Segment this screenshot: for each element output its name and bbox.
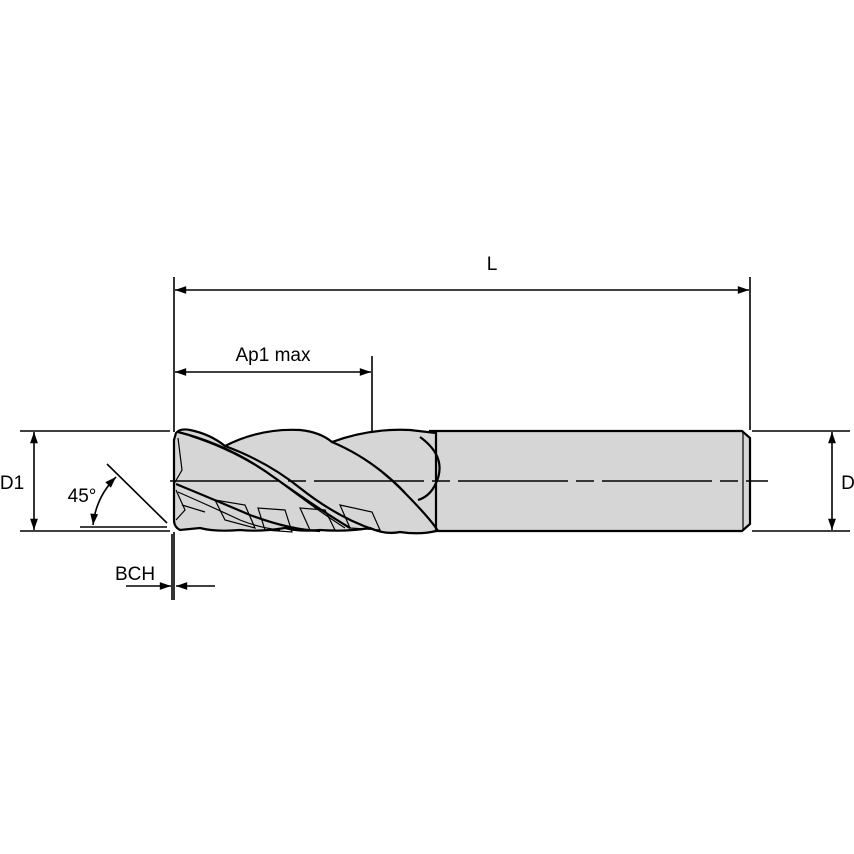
label-45-degrees: 45° [68, 486, 97, 507]
label-L: L [487, 254, 498, 275]
land-facet-2 [257, 507, 293, 533]
label-ap1-max: Ap1 max [236, 345, 311, 366]
label-BCH: BCH [115, 564, 155, 585]
dimension-ap1-max: Ap1 max [175, 345, 371, 376]
end-facet-2 [175, 489, 186, 521]
dimension-chamfer-angle: 45° [68, 463, 168, 528]
dimension-BCH: BCH [115, 534, 215, 600]
label-D: D [841, 473, 854, 494]
dimension-D: D [828, 432, 854, 530]
dimension-L: L [175, 254, 749, 294]
land-facet-4 [338, 504, 381, 531]
label-D1: D1 [0, 473, 24, 494]
helix-edge-4b [177, 491, 281, 531]
helix-edge-3b [344, 447, 406, 493]
flute-runout-curve [417, 436, 441, 502]
helix-edge-2 [224, 444, 376, 532]
end-facet-1 [173, 437, 183, 485]
land-facet-3 [299, 507, 336, 531]
end-facet-3 [181, 504, 206, 513]
helix-edge-1b [189, 435, 346, 529]
chamfer-angle-arc [90, 476, 117, 526]
dimension-D1: D1 [0, 432, 38, 530]
chamfer-angle-leg [106, 463, 168, 524]
land-facet-1 [213, 499, 257, 529]
